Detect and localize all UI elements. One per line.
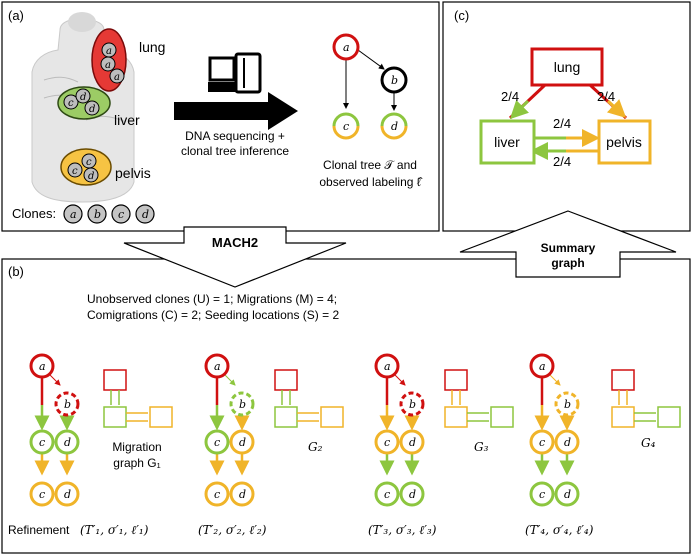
svg-text:a: a: [39, 360, 46, 373]
organ-label-pelvis: pelvis: [115, 165, 151, 181]
tree-node-c: c: [343, 120, 349, 133]
tree-caption-line-2: observed labeling ℓ̂: [319, 175, 422, 189]
sequencer-icon: [208, 52, 262, 94]
organ-clone-cells: [63, 42, 125, 183]
graph-label-g3: G₃: [474, 440, 489, 454]
refinement-tuple-3: (T′₃, σ′₃, ℓ′₃): [368, 523, 437, 537]
organ-label-lung: lung: [139, 39, 165, 55]
lung-cell-1-label: a: [106, 46, 112, 57]
liver-cell-1-label: c: [68, 98, 74, 109]
svg-text:c: c: [384, 436, 390, 449]
arrow-caption-line-1: DNA sequencing +: [185, 129, 285, 143]
clone-legend-a: a: [70, 208, 77, 221]
summary-arrow-label-2: graph: [551, 256, 584, 270]
svg-text:a: a: [214, 360, 221, 373]
refinement-2: a b c d c d: [204, 353, 344, 507]
refinement-1: a b c d c d: [29, 353, 173, 507]
liver-cell-3-label: d: [89, 104, 95, 115]
svg-text:c: c: [214, 436, 220, 449]
svg-text:c: c: [539, 436, 545, 449]
refinement-4: a b c d c d: [529, 353, 681, 507]
summary-node-liver: liver: [494, 134, 520, 150]
edge-label-liver-pelvis: 2/4: [553, 116, 571, 131]
summary-graph: [479, 47, 652, 165]
summary-arrow-label-1: Summary: [541, 241, 596, 255]
clone-legend-c: c: [118, 208, 124, 221]
edge-label-pelvis-liver: 2/4: [553, 154, 571, 169]
clone-legend-b: b: [94, 208, 101, 221]
tree-node-d: d: [391, 120, 398, 133]
summary-node-lung: lung: [554, 59, 580, 75]
svg-text:c: c: [214, 488, 220, 501]
svg-text:d: d: [239, 488, 246, 501]
panel-c-label: (c): [454, 8, 469, 23]
refinement-3: a b c d c d: [374, 353, 514, 507]
svg-text:b: b: [239, 398, 246, 411]
svg-text:c: c: [539, 488, 545, 501]
refinement-tuple-1: (T′₁, σ′₁, ℓ′₁): [80, 523, 149, 537]
migration-graph-label-2: graph G₁: [113, 456, 160, 470]
tree-node-a: a: [343, 41, 350, 54]
migration-graph-label-1: Migration: [112, 440, 161, 454]
tree-caption-line-1: Clonal tree 𝒯 and: [323, 158, 417, 172]
pelvis-cell-2-label: c: [86, 157, 92, 168]
svg-text:c: c: [39, 436, 45, 449]
clone-legend-d: d: [142, 208, 149, 221]
svg-text:b: b: [564, 398, 571, 411]
graph-label-g2: G₂: [308, 440, 323, 454]
liver-cell-2-label: d: [80, 92, 86, 103]
pelvis-cell-3-label: d: [88, 171, 94, 182]
inference-arrow: [174, 92, 298, 130]
svg-text:d: d: [409, 436, 416, 449]
summary-graph-arrow: [459, 210, 677, 278]
stats-line-1: Unobserved clones (U) = 1; Migrations (M…: [87, 292, 337, 306]
mach2-label: MACH2: [212, 235, 258, 250]
svg-text:c: c: [39, 488, 45, 501]
svg-text:a: a: [539, 360, 546, 373]
svg-text:b: b: [64, 398, 71, 411]
pelvis-cell-1-label: c: [72, 166, 78, 177]
tree-node-b: b: [391, 74, 398, 87]
organ-label-liver: liver: [114, 112, 140, 128]
refinement-tuple-2: (T′₂, σ′₂, ℓ′₂): [198, 523, 267, 537]
panel-b-label: (b): [8, 264, 24, 279]
summary-node-pelvis: pelvis: [606, 134, 642, 150]
refinement-tuple-4: (T′₄, σ′₄, ℓ′₄): [525, 523, 594, 537]
stats-line-2: Comigrations (C) = 2; Seeding locations …: [87, 308, 339, 322]
arrow-caption-line-2: clonal tree inference: [181, 144, 289, 158]
svg-text:d: d: [564, 436, 571, 449]
mach2-arrow: [123, 226, 347, 288]
clonal-tree: [332, 33, 408, 140]
svg-text:d: d: [239, 436, 246, 449]
svg-text:c: c: [384, 488, 390, 501]
lung-cell-3-label: a: [114, 72, 120, 83]
edge-label-lung-pelvis: 2/4: [597, 89, 615, 104]
svg-text:d: d: [64, 488, 71, 501]
clone-legend: [63, 204, 155, 224]
refinement-label: Refinement: [8, 523, 70, 537]
graph-label-g4: G₄: [641, 436, 656, 450]
svg-text:a: a: [384, 360, 391, 373]
lung-cell-2-label: a: [105, 60, 111, 71]
panel-a-label: (a): [8, 8, 24, 23]
svg-text:d: d: [564, 488, 571, 501]
svg-text:b: b: [409, 398, 416, 411]
edge-label-lung-liver: 2/4: [501, 89, 519, 104]
svg-text:d: d: [64, 436, 71, 449]
svg-text:d: d: [409, 488, 416, 501]
clones-label: Clones:: [12, 206, 56, 221]
panel-b-frame: [1, 258, 691, 554]
